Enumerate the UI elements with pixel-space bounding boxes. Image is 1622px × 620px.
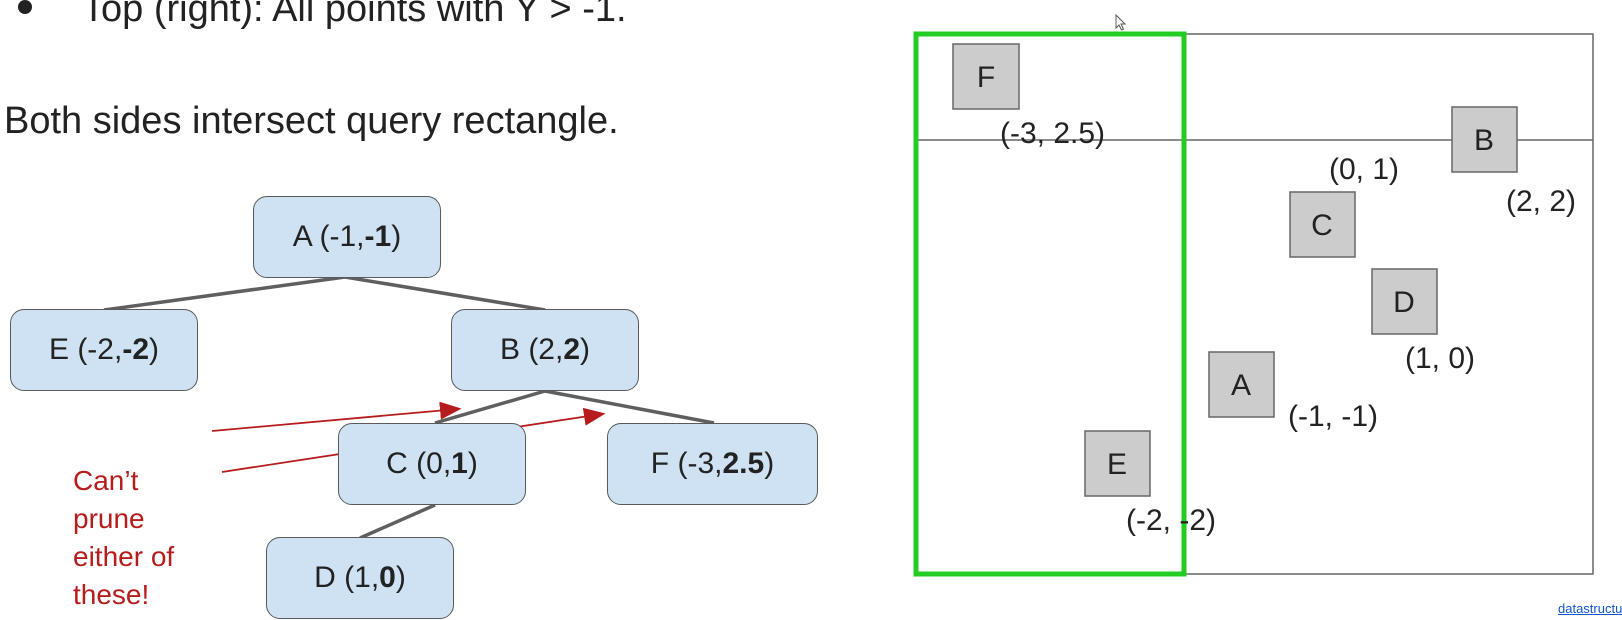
tree-node-b-suffix: ) [580, 333, 591, 366]
point-d-coord: (1, 0) [1405, 342, 1475, 375]
point-f-coord: (-3, 2.5) [1000, 117, 1105, 150]
tree-node-a-key: -1 [364, 220, 392, 253]
tree-node-a-prefix: A (-1, [292, 220, 365, 253]
tree-node-c-key: 1 [451, 447, 468, 480]
tree-node-d: D (1, 0) [266, 537, 454, 619]
bullet-dot [18, 0, 32, 14]
edge-a-e [103, 275, 346, 312]
point-c-letter: C [1311, 209, 1333, 242]
point-c-coord: (0, 1) [1329, 153, 1399, 186]
tree-node-f-key: 2.5 [722, 447, 765, 480]
tree-node-a: A (-1, -1) [253, 196, 441, 278]
prune-annotation-line-2: prune [73, 503, 145, 534]
point-f: F (-3, 2.5) [952, 43, 1105, 150]
tree-node-b: B (2, 2) [451, 309, 639, 391]
tree-node-c-suffix: ) [467, 447, 478, 480]
tree-node-e: E (-2, -2) [10, 309, 198, 391]
tree-node-e-suffix: ) [149, 333, 160, 366]
tree-node-e-key: -2 [122, 333, 150, 366]
tree-node-b-key: 2 [563, 333, 581, 366]
point-a-letter: A [1231, 369, 1251, 402]
tree-node-c-prefix: C (0, [386, 447, 452, 480]
summary-text: Both sides intersect query rectangle. [4, 100, 619, 142]
prune-annotation-line-4: these! [73, 579, 150, 610]
edge-b-c [434, 389, 546, 425]
edge-b-f [544, 389, 715, 425]
tree-node-c: C (0, 1) [338, 423, 526, 505]
bullet-item: Top (right): All points with Y > -1. [18, 0, 627, 31]
point-e-letter: E [1107, 448, 1127, 481]
tree-node-f-prefix: F (-3, [650, 447, 723, 480]
edge-a-b [344, 275, 546, 312]
point-a-coord: (-1, -1) [1288, 400, 1378, 433]
space-partition-plot: F (-3, 2.5) B (2, 2) C (0, 1) D (1, 0) A… [913, 31, 1594, 577]
prune-annotation: Can’t prune either of these! [73, 462, 223, 614]
arrow-to-c [211, 401, 462, 432]
query-rectangle [913, 31, 1187, 577]
point-b-coord: (2, 2) [1506, 185, 1576, 218]
tree-node-a-suffix: ) [391, 220, 402, 253]
point-d-letter: D [1393, 286, 1415, 319]
mouse-pointer-icon [1115, 14, 1127, 31]
point-b-letter: B [1474, 124, 1494, 157]
point-f-letter: F [977, 61, 995, 94]
point-d: D (1, 0) [1371, 268, 1475, 375]
point-b: B (2, 2) [1451, 106, 1576, 218]
tree-node-d-prefix: D (1, [314, 561, 380, 594]
tree-node-b-prefix: B (2, [499, 333, 564, 366]
tree-node-e-prefix: E (-2, [48, 333, 123, 366]
bullet-text: Top (right): All points with Y > -1. [82, 0, 627, 30]
edge-c-d [359, 503, 436, 540]
point-c: C (0, 1) [1289, 153, 1399, 258]
point-e: E (-2, -2) [1084, 430, 1216, 537]
tree-edges [103, 275, 715, 540]
prune-annotation-line-1: Can’t [73, 465, 139, 496]
tree-node-f-suffix: ) [764, 447, 775, 480]
prune-annotation-line-3: either of [73, 541, 175, 572]
tree-node-d-suffix: ) [395, 561, 406, 594]
tree-node-f: F (-3, 2.5) [607, 423, 818, 505]
tree-node-d-key: 0 [379, 561, 396, 594]
footer-site-link[interactable]: datastructur.es [1558, 601, 1622, 616]
point-e-coord: (-2, -2) [1126, 504, 1216, 537]
point-a: A (-1, -1) [1208, 351, 1378, 433]
